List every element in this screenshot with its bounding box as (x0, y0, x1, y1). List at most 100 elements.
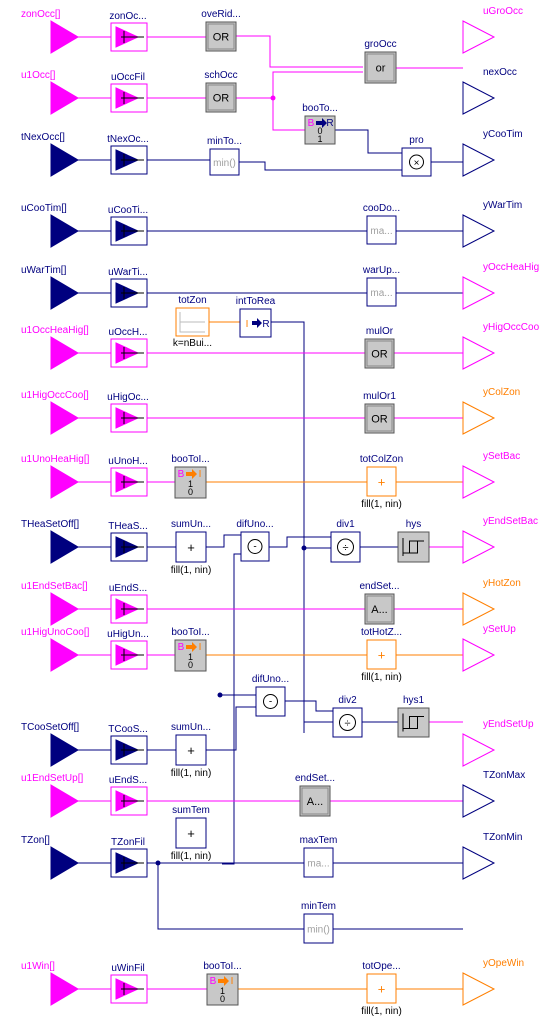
filter-block[interactable]: uHigOc... (107, 392, 149, 433)
input-label: tNexOcc[] (21, 132, 65, 143)
block-sub[interactable]: difUno...- (236, 519, 274, 562)
sum-box (175, 734, 207, 766)
filter-block[interactable]: zonOc... (109, 11, 148, 52)
block-name: minTo... (207, 136, 242, 147)
filter-block[interactable]: THeaS... (108, 521, 148, 562)
output-connector[interactable] (462, 733, 496, 767)
block-sum[interactable]: sumUn...+fill(1, nin) (171, 722, 212, 779)
input-connector[interactable] (50, 336, 79, 370)
block-name: minTem (301, 901, 336, 912)
block-sumint[interactable]: totHotZ...+fill(1, nin) (361, 627, 402, 683)
connection-wire (219, 694, 235, 864)
input-connector[interactable] (50, 81, 79, 115)
arrow-icon (252, 318, 262, 328)
output-label: ySetBac (483, 451, 520, 462)
filter-block[interactable]: uWinFil (110, 963, 148, 1004)
block-and[interactable]: endSet...A... (359, 581, 400, 625)
input-connector[interactable] (50, 530, 79, 564)
input-connector[interactable] (50, 143, 79, 177)
output-connector[interactable] (462, 81, 496, 115)
input-connector[interactable] (50, 20, 79, 54)
input-connector[interactable] (50, 465, 79, 499)
conversion-value-on: 1 (188, 652, 193, 662)
input-connector[interactable] (50, 733, 79, 767)
filter-block[interactable]: uHigUn... (107, 629, 149, 670)
output-connector[interactable] (462, 276, 496, 310)
block-or[interactable]: oveRid...OR (201, 9, 241, 52)
block-name: difUno... (236, 519, 273, 530)
sum-sign: + (187, 826, 195, 841)
filter-block[interactable]: TZonFil (110, 837, 148, 878)
sum-box (175, 817, 207, 849)
block-sumint[interactable]: totColZon+fill(1, nin) (360, 454, 403, 510)
block-func[interactable]: maxTemma... (300, 835, 338, 878)
logic-inner (301, 787, 329, 815)
output-connector[interactable] (462, 784, 496, 818)
block-div[interactable]: div1÷ (330, 519, 361, 563)
output-connector[interactable] (462, 336, 496, 370)
filter-block[interactable]: uUnoH... (108, 456, 148, 497)
block-hys[interactable]: hys1 (397, 695, 430, 738)
input-connector[interactable] (50, 784, 79, 818)
block-name: mulOr (366, 326, 394, 337)
block-sub[interactable]: difUno...- (252, 674, 289, 717)
filter-name: uEndS... (109, 583, 147, 594)
input-label: THeaSetOff[] (21, 519, 79, 530)
function-box (303, 913, 334, 944)
output-connector[interactable] (462, 592, 496, 626)
filter-block[interactable]: uWarTi... (108, 267, 148, 308)
output-connector[interactable] (462, 972, 496, 1006)
block-sumint[interactable]: totOpe...+fill(1, nin) (361, 961, 402, 1017)
filter-block[interactable]: tNexOc... (107, 134, 149, 175)
output-connector[interactable] (462, 530, 496, 564)
input-connector[interactable] (50, 276, 79, 310)
output-connector[interactable] (462, 214, 496, 248)
output-connector[interactable] (462, 20, 496, 54)
block-func[interactable]: warUp...ma... (362, 265, 400, 307)
block-product[interactable]: pro× (401, 135, 432, 177)
block-name: sumTem (172, 805, 210, 816)
filter-block[interactable]: uOccH... (109, 327, 148, 368)
output-connector[interactable] (462, 401, 496, 435)
input-connector[interactable] (50, 214, 79, 248)
block-and[interactable]: endSet...A... (295, 773, 335, 817)
junction-dot (155, 860, 161, 866)
output-connector[interactable] (462, 846, 496, 880)
filter-block[interactable]: uEndS... (109, 583, 148, 624)
junction-dot (301, 545, 307, 551)
input-connector[interactable] (50, 592, 79, 626)
block-sum[interactable]: sumUn...+fill(1, nin) (171, 519, 212, 576)
block-const[interactable]: totZonk=nBui... (173, 295, 212, 349)
output-connector[interactable] (462, 638, 496, 672)
input-connector[interactable] (50, 401, 79, 435)
output-connector[interactable] (462, 465, 496, 499)
filter-block[interactable]: uEndS... (109, 775, 148, 816)
block-func[interactable]: cooDo...ma... (363, 203, 400, 245)
block-sum[interactable]: sumTem+fill(1, nin) (171, 805, 212, 862)
input-connector[interactable] (50, 972, 79, 1006)
block-hys[interactable]: hys (397, 519, 430, 563)
block-func[interactable]: minTo...min() (207, 136, 242, 176)
filter-block[interactable]: uCooTi... (108, 205, 148, 246)
input-connector[interactable] (50, 846, 79, 880)
block-name: booToI... (203, 961, 241, 972)
input-connector[interactable] (50, 638, 79, 672)
block-name: endSet... (359, 581, 399, 592)
filter-block[interactable]: uOccFil (110, 72, 148, 113)
output-connector[interactable] (462, 143, 496, 177)
conversion-from: B (178, 469, 185, 480)
filter-block[interactable]: TCooS... (108, 724, 148, 765)
block-div[interactable]: div2÷ (332, 695, 363, 738)
logic-inner (207, 84, 235, 111)
conversion-value-off: 0 (188, 660, 193, 670)
